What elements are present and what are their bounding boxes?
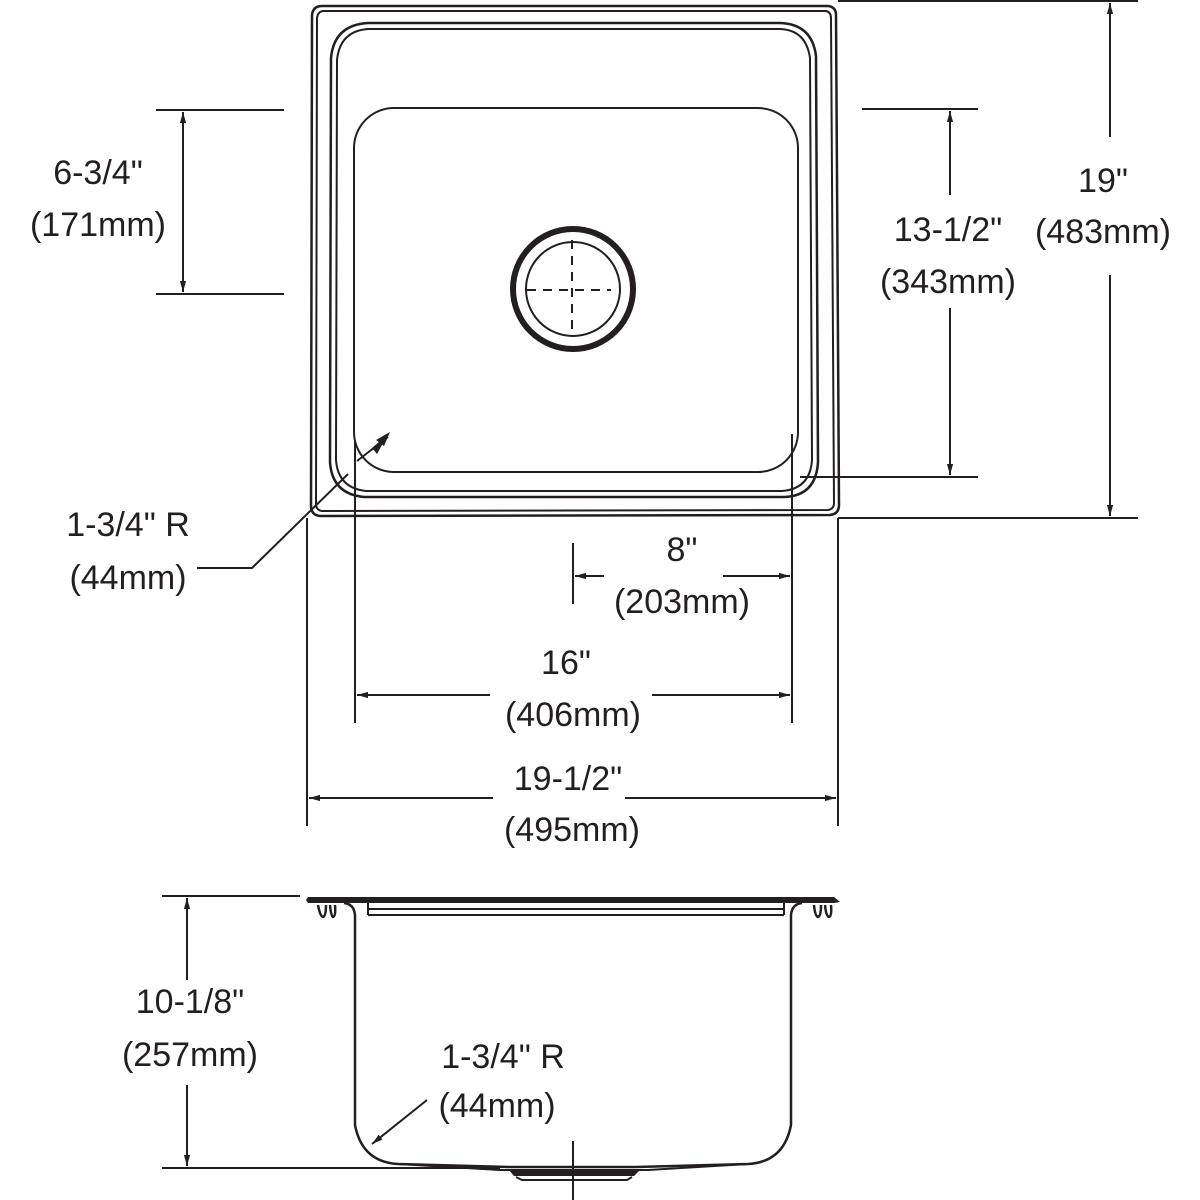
dim-label-bottom-radius-in: 1-3/4" R: [441, 1038, 565, 1076]
dim-label-overall-width-in: 19-1/2": [514, 760, 622, 798]
top-view: 6-3/4" (171mm) 13-1/2" (343mm) 19" (483m…: [30, 0, 1171, 849]
sink-flange: [306, 897, 840, 919]
dim-label-drain-centerline-in: 8": [667, 531, 698, 569]
dimension-overall-width: 19-1/2" (495mm): [309, 760, 836, 849]
dim-label-bowl-width-mm: (406mm): [505, 696, 641, 734]
sink-bowl: [353, 107, 799, 473]
sink-deck-rim: [328, 21, 820, 499]
dim-label-overall-width-mm: (495mm): [504, 811, 640, 849]
dim-label-bowl-length-in: 13-1/2": [894, 211, 1002, 249]
dimension-drain-centerline: 8" (203mm): [575, 531, 790, 621]
dim-label-bowl-depth-mm: (257mm): [122, 1036, 258, 1074]
dimension-bottom-radius: 1-3/4" R (44mm): [371, 1038, 565, 1145]
dim-label-bowl-depth-in: 10-1/8": [136, 983, 244, 1021]
dimension-bowl-depth: 10-1/8" (257mm): [122, 895, 500, 1169]
sink-bowl-profile: [343, 901, 803, 1169]
dim-label-overall-length-in: 19": [1078, 162, 1128, 200]
dimension-bowl-width: 16" (406mm): [357, 644, 790, 734]
drain-outlet: [509, 1170, 640, 1181]
mounting-clip-left: [316, 904, 337, 919]
dimension-corner-radius: 1-3/4" R (44mm): [66, 432, 390, 597]
dimension-bowl-length: 13-1/2" (343mm): [800, 108, 1016, 478]
dim-label-drain-from-back-in: 6-3/4": [53, 154, 143, 192]
sink-outer-rim: [309, 4, 841, 518]
dim-label-bowl-length-mm: (343mm): [880, 263, 1016, 301]
extension-lines: [306, 434, 839, 826]
dim-label-drain-from-back-mm: (171mm): [30, 206, 166, 244]
dim-label-bottom-radius-mm: (44mm): [438, 1087, 555, 1125]
dimension-drain-from-back: 6-3/4" (171mm): [30, 109, 284, 295]
drain-icon: [510, 226, 636, 352]
dimension-overall-length: 19" (483mm): [838, 0, 1171, 519]
mounting-clip-right: [812, 904, 833, 919]
dim-label-overall-length-mm: (483mm): [1035, 213, 1171, 251]
dim-label-bowl-width-in: 16": [541, 644, 591, 682]
dim-label-corner-radius-in: 1-3/4" R: [66, 506, 190, 544]
side-view: 10-1/8" (257mm) 1-3/4" R (44mm): [122, 895, 840, 1200]
dim-label-drain-centerline-mm: (203mm): [614, 583, 750, 621]
dim-label-corner-radius-mm: (44mm): [69, 559, 186, 597]
